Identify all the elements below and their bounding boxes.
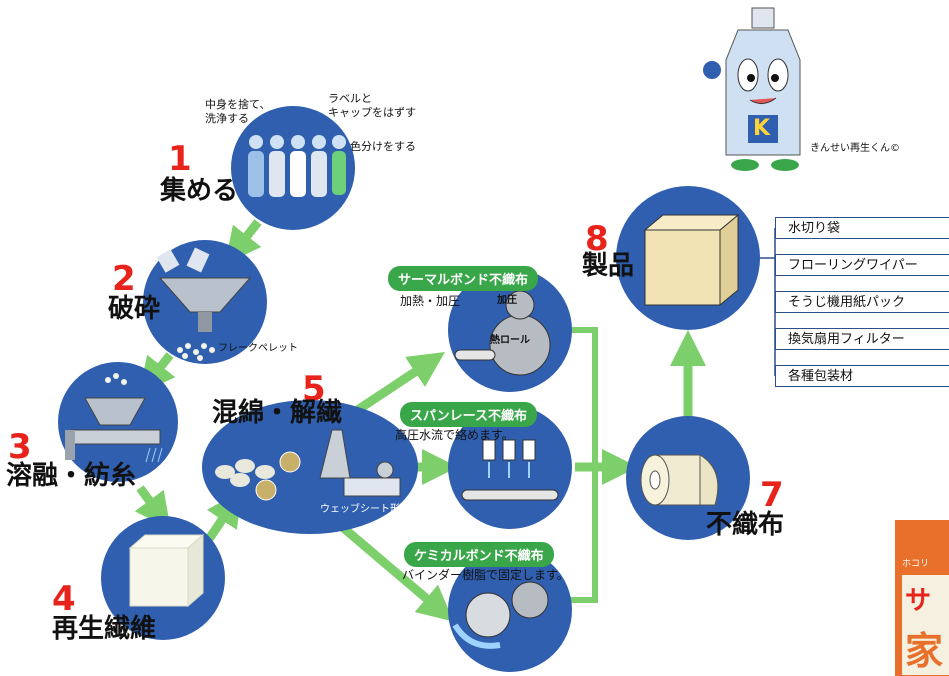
- merge-line-bottom: [565, 467, 598, 603]
- step1-note-wash: 中身を捨て、 洗浄する: [205, 98, 271, 125]
- package-illustration: [895, 520, 949, 676]
- thermal-inner-roll: 熱ロール: [490, 335, 530, 346]
- step5-number: 5: [302, 369, 326, 409]
- package-text-ie: 家: [905, 629, 944, 673]
- step5-illustration: [202, 400, 418, 534]
- step8-illustration: [616, 186, 760, 330]
- arrow-3-4: [134, 485, 171, 530]
- spunlace-title-pill: スパンレース不織布: [400, 402, 538, 427]
- product-item-4: 換気扇用フィルター: [775, 328, 949, 350]
- step2-illustration: [143, 240, 267, 364]
- thermal-title-pill: サーマルボンド不織布: [388, 266, 539, 291]
- step4-illustration: [101, 516, 225, 640]
- step7-number: 7: [760, 475, 784, 515]
- step3-illustration: [58, 362, 178, 482]
- arrow-5-thermal: [347, 352, 446, 419]
- step4-label: 再生繊維: [52, 614, 157, 644]
- package-text-sa: サ: [905, 586, 932, 616]
- merge-line-top: [565, 327, 598, 467]
- thermal-illustration: [448, 268, 572, 392]
- mascot-caption: きんせい再生くん©: [810, 143, 900, 154]
- chemical-desc: バインダー樹脂で固定します。: [402, 568, 569, 582]
- arrow-1-2: [224, 219, 262, 265]
- thermal-inner-press: 加圧: [497, 295, 517, 306]
- spunlace-illustration: [448, 405, 572, 529]
- step2-label: 破砕: [108, 294, 161, 324]
- step3-number: 3: [8, 427, 32, 467]
- step1-note-label: ラベルと キャップをはずす: [328, 92, 416, 119]
- arrow-5-chemical: [337, 521, 454, 622]
- step4-number: 4: [52, 579, 76, 619]
- step1-number: 1: [168, 139, 192, 179]
- step5-note: ウェッブシート形成: [320, 504, 410, 515]
- step7-illustration: [626, 416, 750, 540]
- package-text-small: ホコリ: [902, 559, 930, 569]
- step8-number: 8: [585, 219, 609, 259]
- mascot-illustration: [703, 7, 801, 171]
- product-item-1: 水切り袋: [775, 217, 949, 239]
- chemical-illustration: [448, 548, 572, 672]
- step5-label: 混綿・解繊: [212, 398, 343, 428]
- step7-label: 不織布: [706, 510, 785, 540]
- step2-note: フレークペレット: [218, 343, 298, 354]
- step2-number: 2: [112, 259, 136, 299]
- step3-label: 溶融・紡糸: [6, 461, 137, 491]
- product-item-2: フローリングワイパー: [775, 254, 949, 276]
- spunlace-desc: 高圧水流で絡めます。: [395, 428, 514, 442]
- chemical-title-pill: ケミカルボンド不織布: [404, 542, 554, 567]
- product-item-3: そうじ機用紙パック: [775, 291, 949, 313]
- step1-note-sort: 色分けをする: [350, 140, 416, 153]
- step8-label: 製品: [582, 251, 635, 281]
- mascot-letter: K: [753, 116, 771, 141]
- product-item-5: 各種包装材: [775, 365, 949, 387]
- step1-label: 集める: [160, 176, 239, 206]
- step1-illustration: [231, 106, 355, 230]
- thermal-desc: 加熱・加圧: [400, 294, 461, 308]
